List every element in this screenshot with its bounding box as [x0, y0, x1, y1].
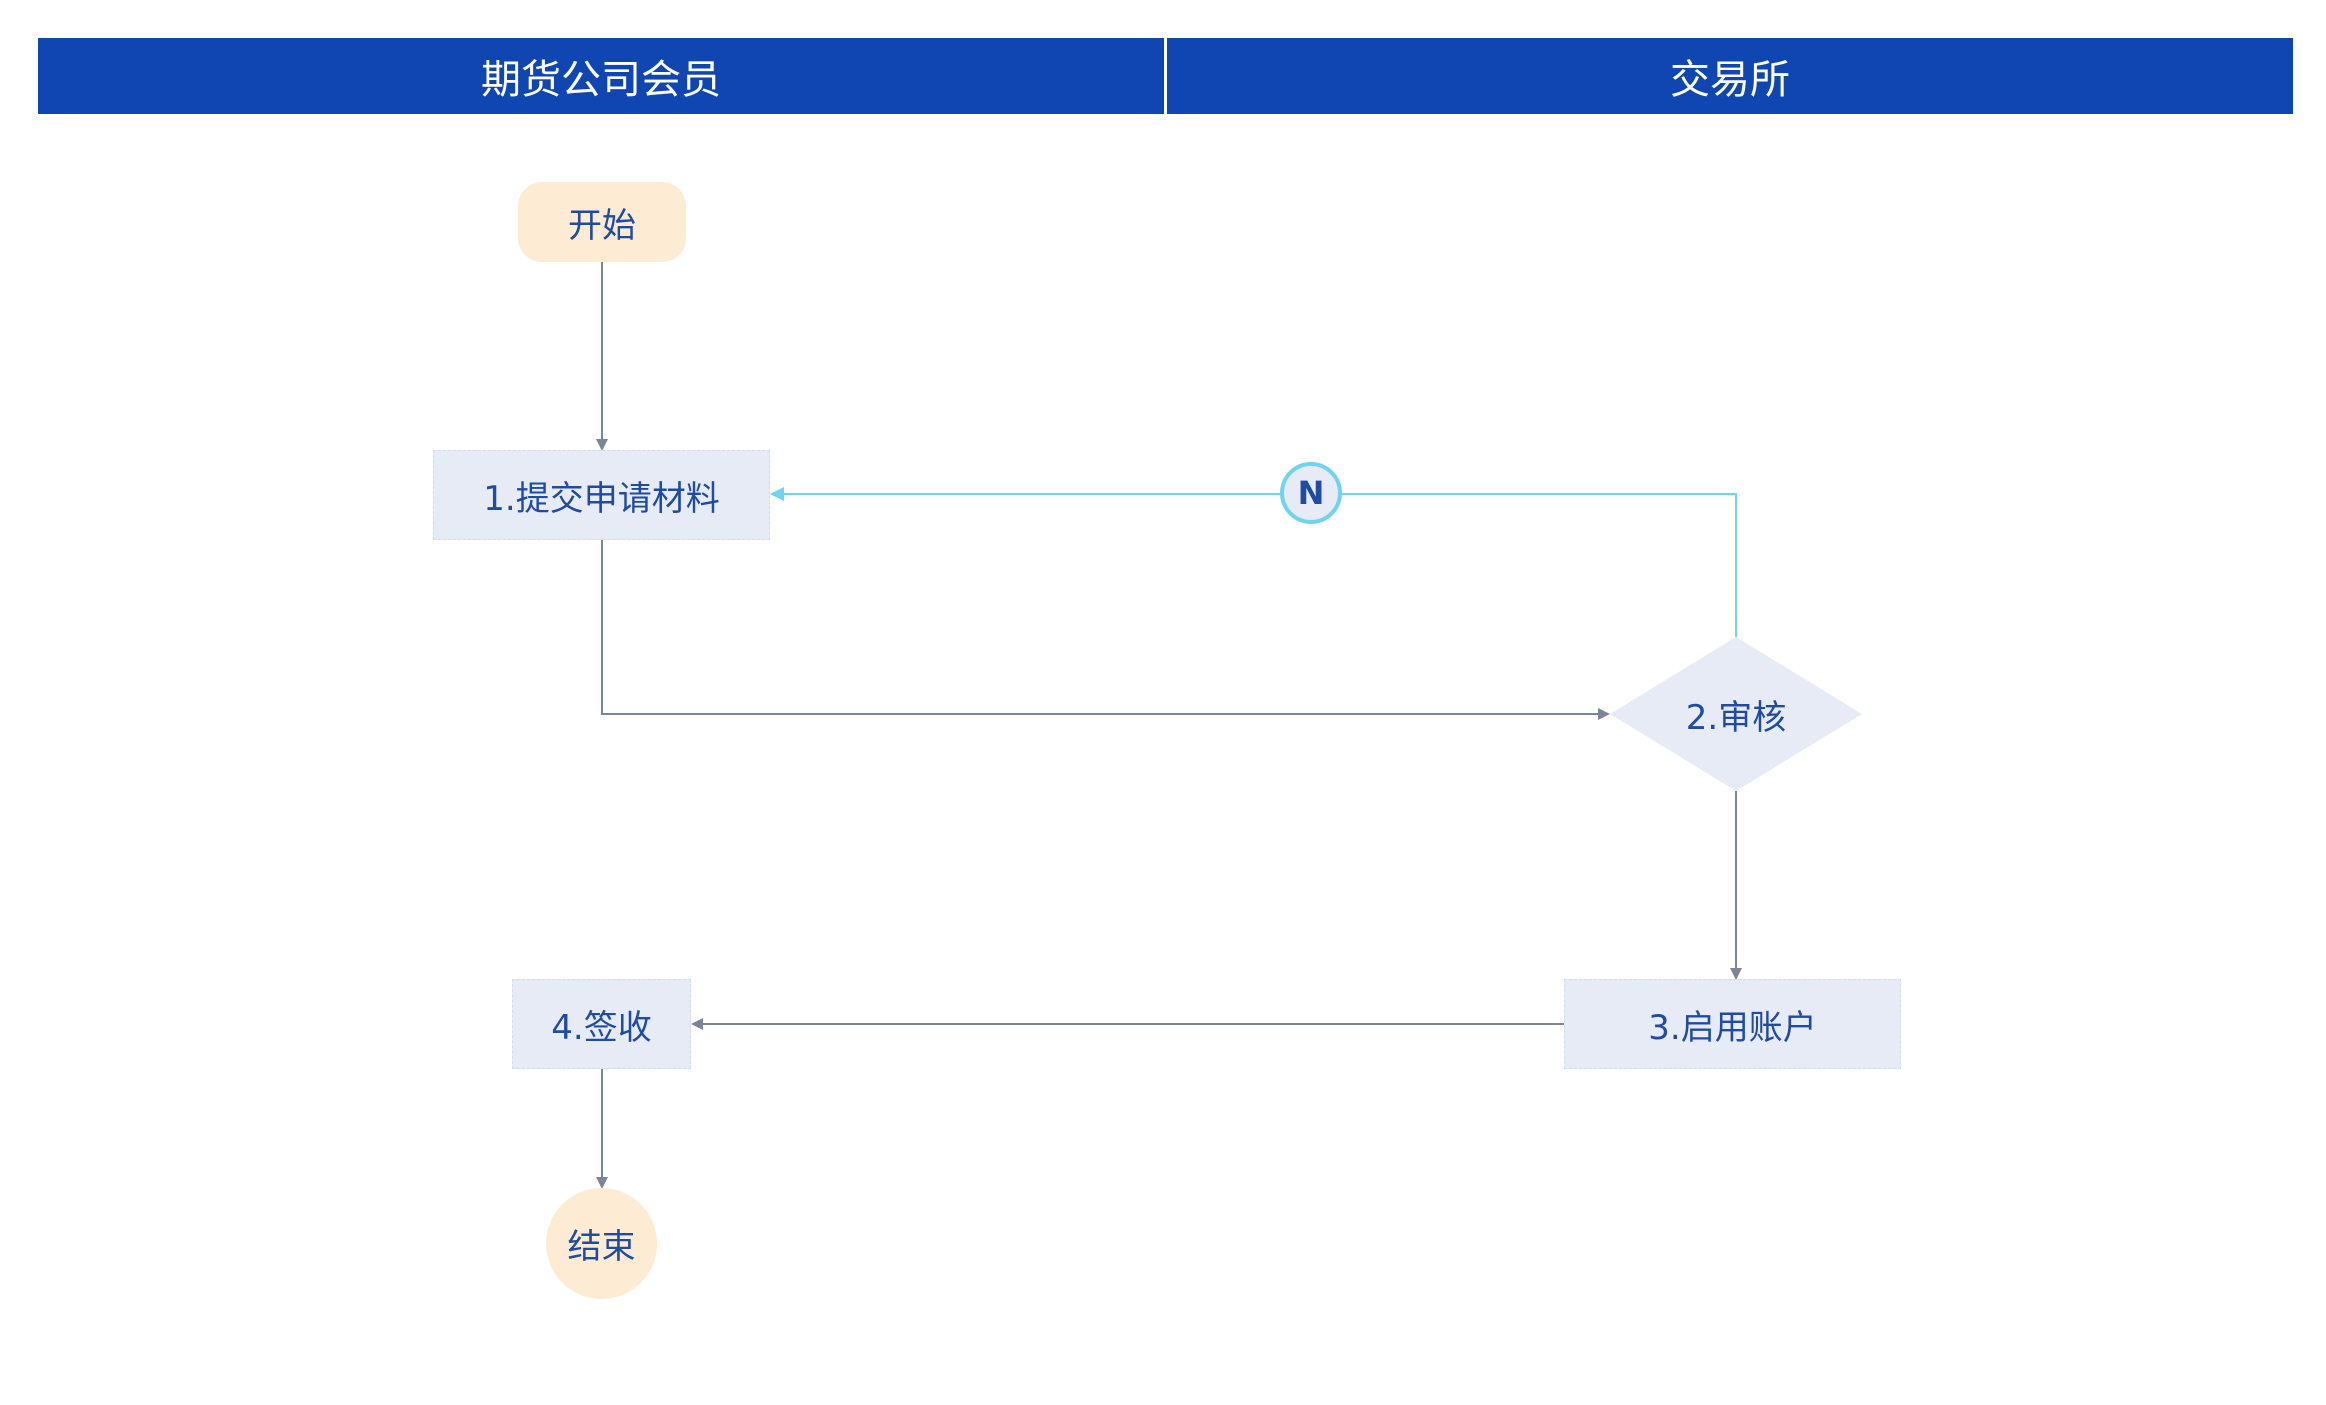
lane-title-exchange: 交易所: [1670, 57, 1790, 103]
review-decision-node[interactable]: 2.审核: [1610, 637, 1862, 791]
lane-header-exchange: 交易所: [1167, 38, 2293, 114]
enable-account-node[interactable]: 3.启用账户: [1564, 979, 1901, 1069]
end-node[interactable]: 结束: [546, 1188, 657, 1299]
review-decision-label: 2.审核: [1685, 697, 1787, 738]
edge-submit-to-review: [601, 540, 1610, 720]
lane-header-futures-member: 期货公司会员: [38, 38, 1164, 114]
sign-receipt-node[interactable]: 4.签收: [512, 979, 691, 1069]
decision-diamond-shape: [1610, 637, 1862, 791]
edge-review-reject-to-submit: [1342, 493, 1737, 637]
reject-branch-label: N: [1297, 474, 1325, 512]
start-node-label: 开始: [568, 205, 636, 246]
sign-receipt-label: 4.签收: [551, 1007, 652, 1048]
submit-materials-label: 1.提交申请材料: [483, 478, 720, 519]
end-node-label: 结束: [567, 1227, 636, 1267]
start-node[interactable]: 开始: [518, 182, 686, 262]
submit-materials-node[interactable]: 1.提交申请材料: [433, 450, 770, 540]
lane-title-futures-member: 期货公司会员: [481, 57, 721, 103]
reject-branch-badge: N: [1280, 462, 1342, 524]
enable-account-label: 3.启用账户: [1648, 1007, 1817, 1048]
